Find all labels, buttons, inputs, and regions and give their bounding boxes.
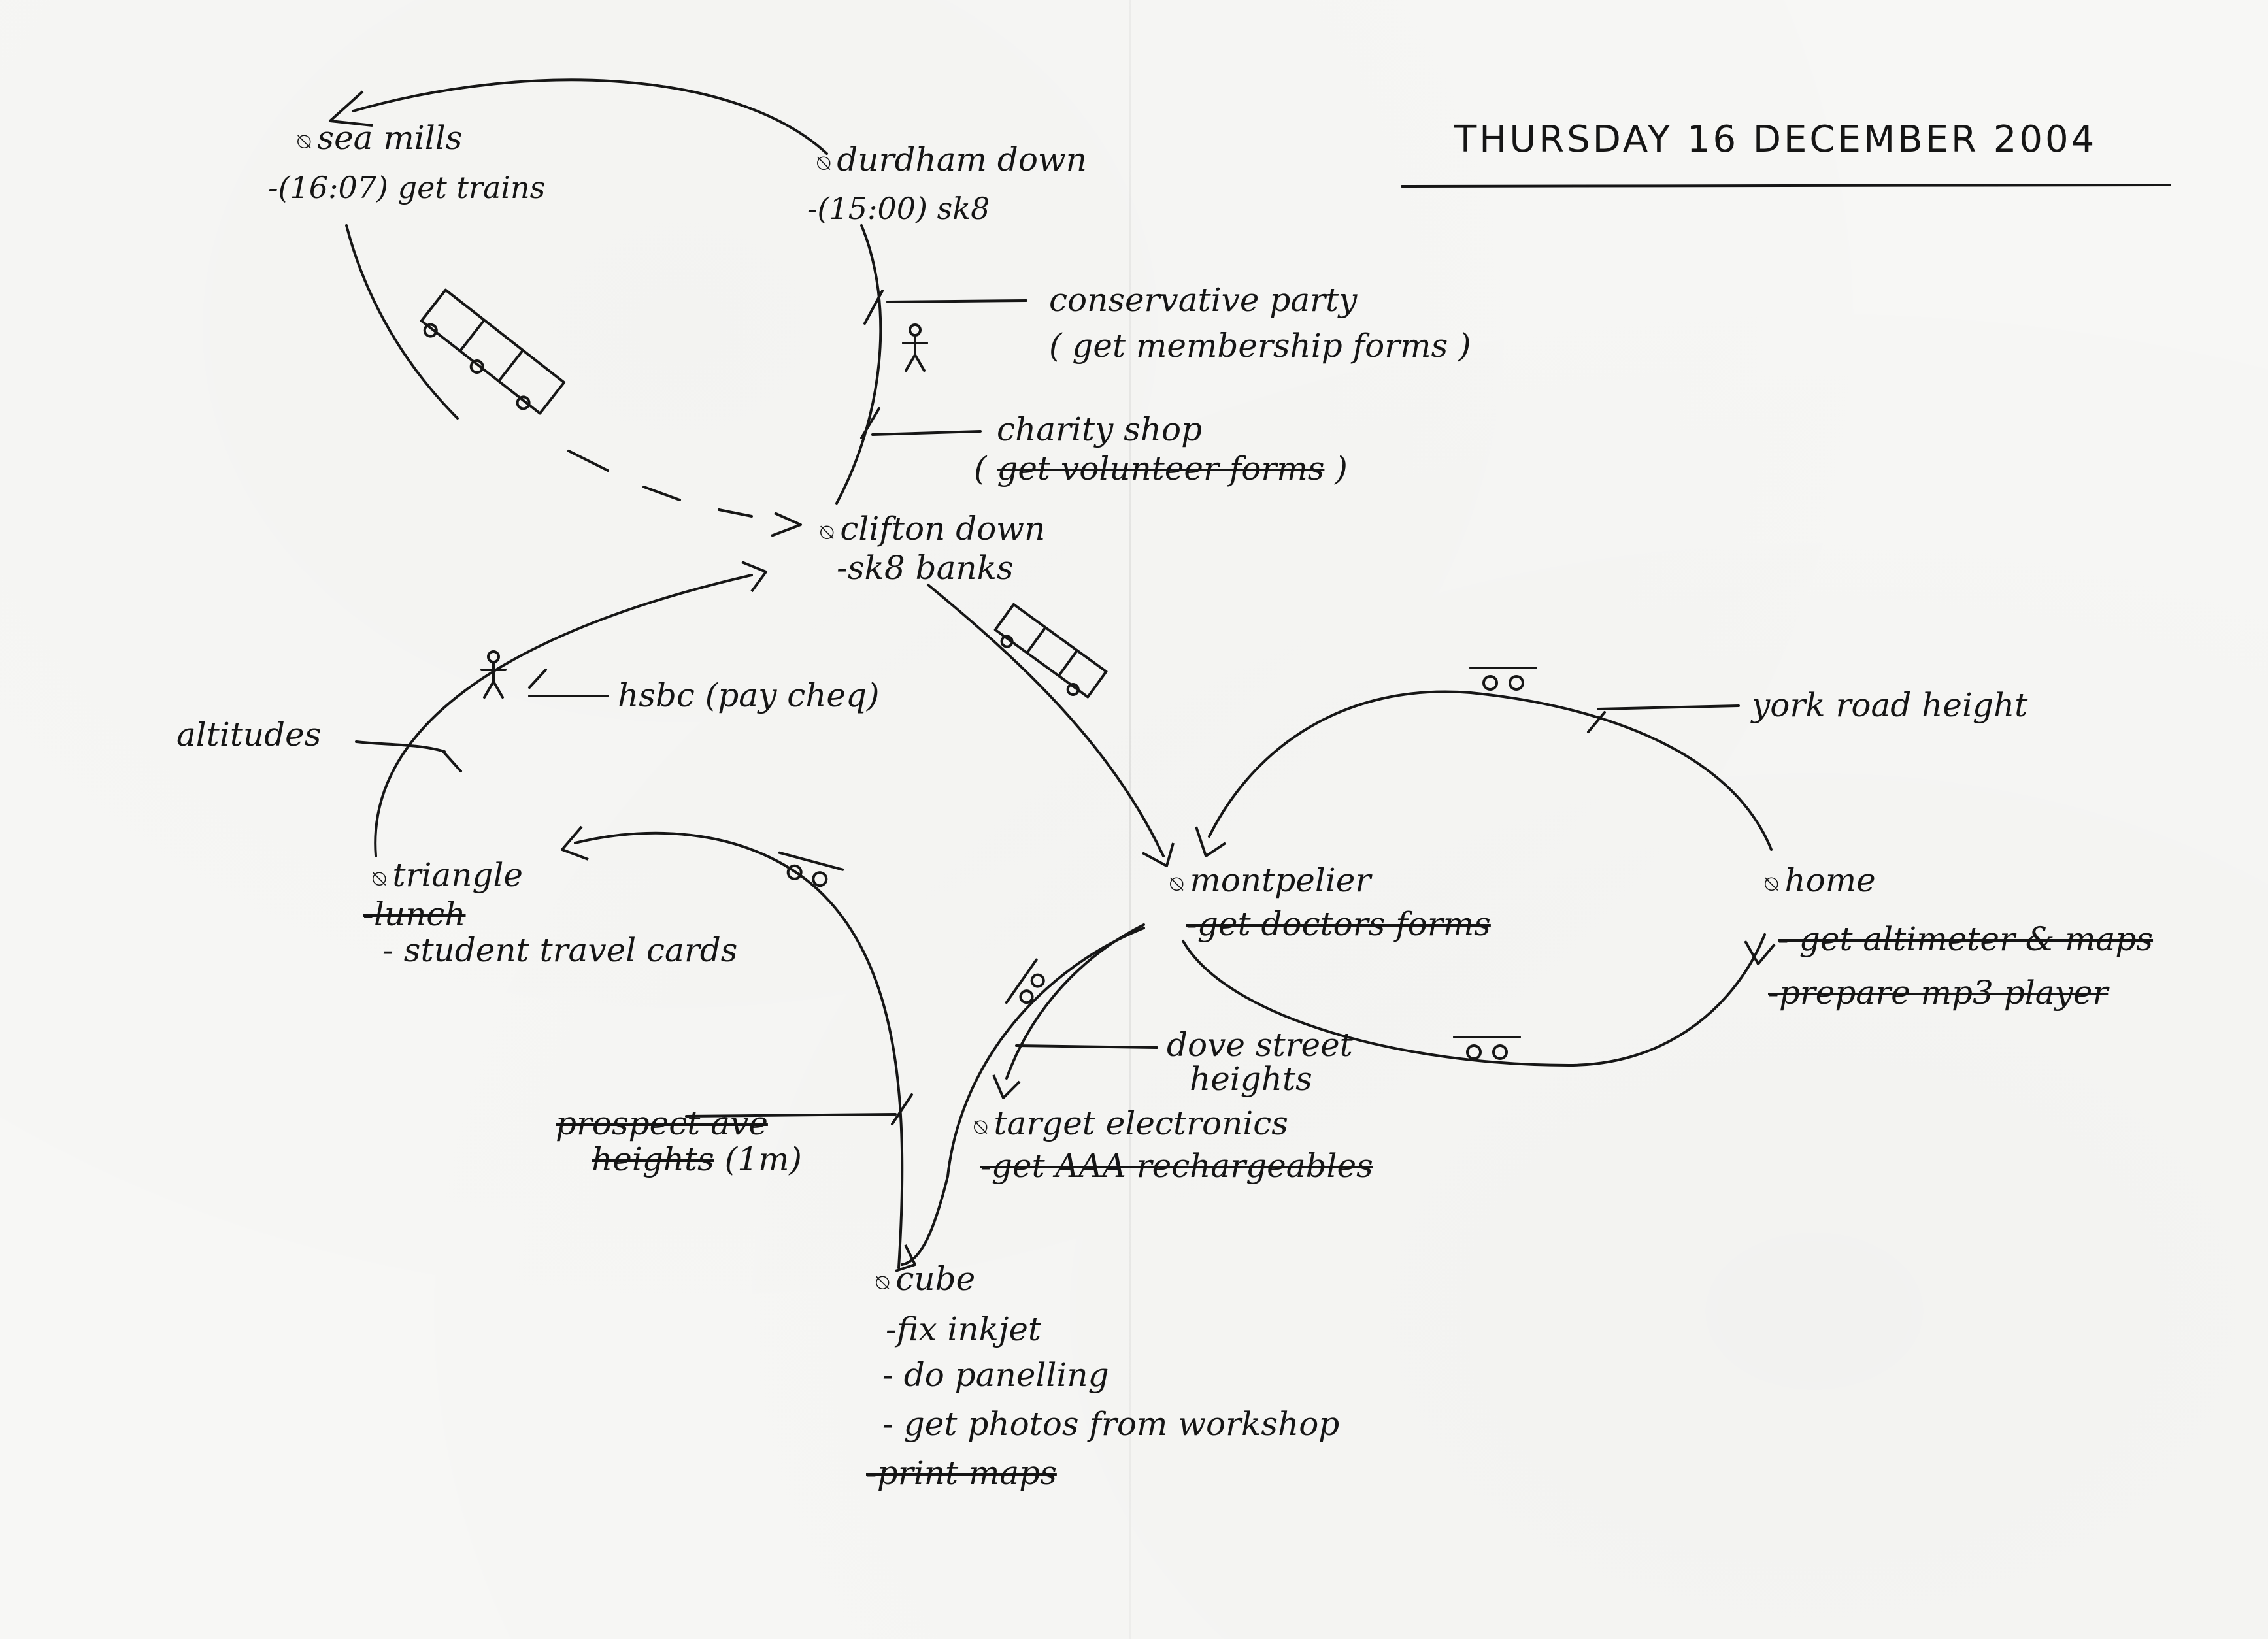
stop-marker-icon: ⍉: [1765, 871, 1778, 897]
arrowhead-triangle: [561, 825, 589, 861]
stop-name: triangle: [392, 856, 523, 894]
stop-durdham-down: ⍉durdham down: [817, 141, 1087, 182]
waypoint-dove-street: dove street: [1167, 1026, 1353, 1064]
paper-fold-line: [1129, 0, 1131, 1639]
skateboard-icon: [1005, 958, 1045, 1004]
waypoint-york-road-height: york road height: [1752, 686, 2028, 724]
route-cube-to-triangle: [574, 831, 904, 1269]
stop-note: -(16:07) get trains: [268, 170, 546, 205]
waypoint-charity-shop: charity shop: [997, 410, 1203, 448]
stop-name: sea mills: [317, 119, 463, 157]
stop-clifton-down: ⍉clifton down: [820, 510, 1045, 552]
stop-note: -(15:00) sk8: [807, 191, 990, 226]
arrowhead-target: [992, 1074, 1021, 1099]
skateboard-icon: [1453, 1036, 1521, 1060]
stop-note: - get photos from workshop: [882, 1405, 1340, 1443]
waypoint-hsbc: hsbc (pay cheq): [618, 676, 880, 714]
route-triangle-to-clifton: [374, 574, 753, 857]
stop-marker-icon: ⍉: [820, 520, 834, 546]
stop-marker-icon: ⍉: [1170, 871, 1184, 897]
struck-note: -get AAA rechargeables: [980, 1147, 1373, 1185]
walking-person-icon: [902, 323, 928, 372]
waypoint-note: ( get volunteer forms ): [974, 450, 1348, 488]
waypoint-conservative-party: conservative party: [1049, 281, 1358, 319]
route-clifton-to-montpelier: [927, 584, 1165, 857]
stop-note: - do panelling: [882, 1356, 1109, 1394]
arrowhead-clifton-from-seamills: [771, 512, 802, 537]
waypoint-note: (1m): [724, 1140, 802, 1178]
page-title: THURSDAY 16 DECEMBER 2004: [1454, 118, 2097, 161]
route-seamills-to-clifton-dashed: [567, 450, 753, 518]
leader-prospect: [685, 1113, 897, 1118]
waypoint-altitudes: altitudes: [176, 716, 322, 753]
train-icon: [420, 288, 566, 415]
tick-altitudes: [442, 750, 462, 772]
title-underline: [1401, 184, 2171, 188]
stop-name: target electronics: [993, 1104, 1288, 1142]
stop-name: home: [1784, 861, 1876, 899]
route-montpelier-to-home: [1182, 933, 1766, 1067]
route-durdham-to-clifton: [835, 224, 882, 505]
stop-target-electronics: ⍉target electronics: [974, 1104, 1288, 1146]
route-clifton-to-cube: [901, 927, 1145, 1266]
waypoint-dove-street-heights: heights: [1190, 1060, 1312, 1098]
struck-label: heights: [592, 1140, 714, 1178]
tick-prospect: [891, 1093, 913, 1125]
arrowhead-home-from-montpelier: [1744, 940, 1776, 965]
stop-marker-icon: ⍉: [876, 1270, 890, 1296]
struck-note: -lunch: [363, 895, 466, 933]
tick-charity: [860, 407, 880, 439]
walking-person-icon: [480, 650, 507, 699]
stop-name: clifton down: [840, 510, 1046, 548]
stop-marker-icon: ⍉: [974, 1114, 988, 1140]
stop-sea-mills: ⍉sea mills: [297, 119, 462, 161]
leader-charity: [871, 430, 982, 436]
struck-note: -prepare mp3 player: [1768, 974, 2109, 1012]
train-icon: [993, 603, 1108, 699]
tick-conservative: [863, 290, 884, 325]
stop-marker-icon: ⍉: [817, 150, 831, 176]
waypoint-note: ( get membership forms ): [1049, 327, 1471, 365]
struck-note: -print maps: [866, 1454, 1057, 1492]
stop-marker-icon: ⍉: [373, 866, 386, 892]
arrowhead-montpelier-from-clifton: [1142, 842, 1175, 867]
stop-note: -sk8 banks: [837, 549, 1014, 587]
arrowhead-montpelier-from-home: [1195, 826, 1227, 857]
stop-note: -fix inkjet: [886, 1310, 1042, 1348]
skateboard-icon: [778, 851, 844, 887]
stop-marker-icon: ⍉: [297, 129, 311, 155]
stop-note: - student travel cards: [382, 931, 738, 969]
leader-altitudes: [355, 740, 446, 753]
route-durdham-to-seamills: [352, 78, 828, 155]
stop-triangle: ⍉triangle: [373, 856, 523, 898]
note-paren: ): [1335, 450, 1348, 488]
leader-dove: [1015, 1044, 1158, 1049]
leader-conservative: [886, 299, 1027, 303]
note-paren: (: [974, 450, 987, 488]
stop-montpelier: ⍉montpelier: [1170, 861, 1371, 903]
route-home-to-montpelier: [1208, 690, 1773, 851]
skateboard-icon: [1469, 667, 1537, 691]
struck-waypoint-prospect-ave: prospect ave: [556, 1104, 768, 1142]
arrowhead-cube: [895, 1244, 916, 1272]
stop-home: ⍉home: [1765, 861, 1876, 903]
struck-note: get volunteer forms: [997, 450, 1325, 488]
waypoint-prospect-heights: heights (1m): [592, 1140, 802, 1178]
tick-hsbc: [528, 669, 547, 689]
arrowhead-clifton-from-triangle: [741, 561, 767, 593]
stop-name: cube: [895, 1260, 976, 1298]
leader-york: [1597, 704, 1740, 710]
stop-name: durdham down: [837, 141, 1087, 178]
stop-name: montpelier: [1190, 861, 1371, 899]
route-seamills-to-clifton: [345, 224, 459, 420]
struck-note: - get altimeter & maps: [1778, 920, 2154, 958]
struck-note: -get doctors forms: [1186, 905, 1491, 943]
stop-cube: ⍉cube: [876, 1260, 975, 1302]
arrowhead-seamills: [329, 90, 373, 127]
tick-york: [1587, 711, 1606, 733]
